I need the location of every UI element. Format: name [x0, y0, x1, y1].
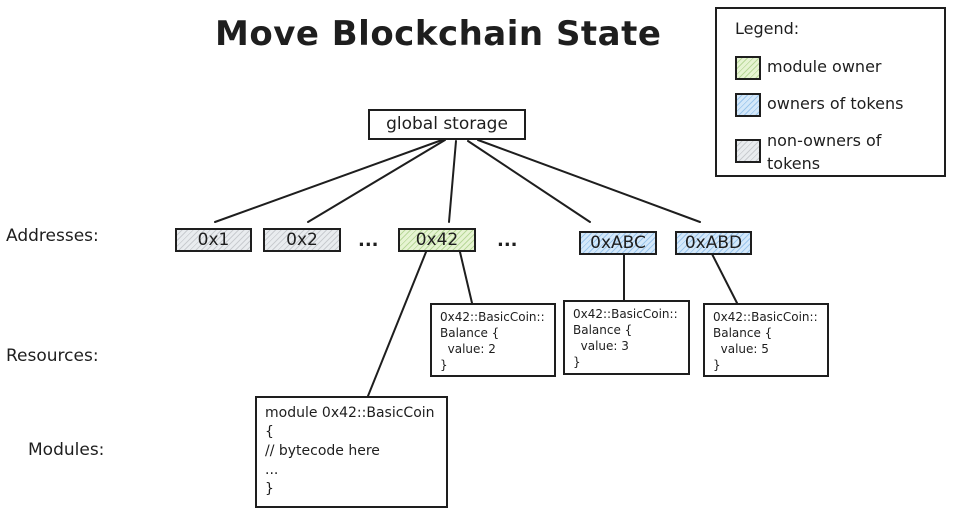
edge-0xABD-resource — [710, 251, 738, 304]
legend-item-non-owners: non-owners of tokens — [735, 129, 881, 175]
legend-swatch-green — [735, 56, 761, 80]
row-label-resources: Resources: — [6, 346, 99, 366]
resource-0x42-balance: 0x42::BasicCoin:: Balance { value: 2 } — [430, 303, 556, 377]
edge-root-0x1 — [214, 139, 443, 223]
module-0x42-basiccoin: module 0x42::BasicCoin { // bytecode her… — [255, 396, 448, 508]
legend: Legend: module owner owners of tokens no… — [715, 7, 946, 177]
diagram-title: Move Blockchain State — [215, 14, 662, 54]
row-label-modules: Modules: — [28, 440, 105, 460]
resource-0xABD-balance: 0x42::BasicCoin:: Balance { value: 5 } — [703, 303, 829, 377]
edge-root-0xABD — [477, 139, 701, 223]
legend-swatch-blue — [735, 93, 761, 117]
address-node-0xABD: 0xABD — [675, 231, 752, 255]
edge-0x42-resource — [459, 251, 473, 304]
edge-0x42-module — [367, 251, 427, 397]
legend-swatch-gray — [735, 139, 761, 163]
legend-label: module owner — [767, 57, 882, 76]
row-label-addresses: Addresses: — [6, 226, 99, 246]
address-node-0x2: 0x2 — [263, 228, 341, 252]
edge-root-0xABC — [467, 140, 591, 223]
legend-item-token-owners: owners of tokens — [735, 93, 903, 117]
legend-label: owners of tokens — [767, 94, 904, 113]
address-node-0xABC: 0xABC — [579, 231, 657, 255]
global-storage-node: global storage — [368, 109, 526, 140]
address-node-0x1: 0x1 — [175, 228, 252, 252]
edge-root-0x42 — [448, 140, 457, 223]
legend-label: non-owners of tokens — [767, 131, 882, 173]
address-node-0x42: 0x42 — [398, 228, 476, 252]
ellipsis-2: ... — [497, 230, 518, 251]
ellipsis-1: ... — [358, 230, 379, 251]
legend-item-module-owner: module owner — [735, 56, 881, 80]
legend-title: Legend: — [735, 19, 800, 38]
resource-0xABC-balance: 0x42::BasicCoin:: Balance { value: 3 } — [563, 300, 690, 375]
edge-root-0x2 — [307, 139, 446, 223]
